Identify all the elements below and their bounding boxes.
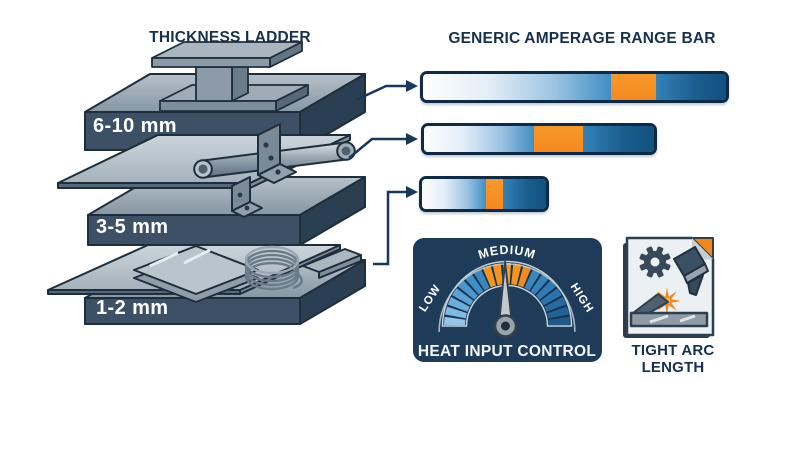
arrow-line-1 [355, 84, 406, 102]
high-range-segment [582, 126, 654, 152]
i-beam-icon [151, 41, 309, 112]
heat-input-gauge: MEDIUM LOW HIGH HEAT INPUT CONTROL [413, 238, 602, 362]
high-range-segment [656, 74, 726, 100]
arrowhead-icon [406, 80, 418, 92]
angle-bracket-icon [231, 123, 297, 218]
gauge-ring [441, 260, 573, 327]
plate-label-3-5mm: 3-5 mm [96, 216, 169, 238]
arrowhead-icon [406, 133, 418, 145]
plate-label-1-2mm: 1-2 mm [96, 297, 169, 319]
plate-3-5mm [87, 176, 366, 246]
arrowhead-icon [406, 186, 418, 198]
diamond-sheets-icon [133, 245, 259, 303]
base-plate-icon [629, 311, 709, 328]
sweet-spot-segment [486, 179, 503, 209]
welding-torch-icon [673, 246, 709, 296]
connector-arrows [348, 80, 418, 266]
gauge-medium-label: MEDIUM [476, 243, 537, 262]
amperage-bar-6-10mm [420, 71, 729, 103]
arrow-line-3 [373, 190, 406, 266]
thickness-ladder-illustration [47, 41, 366, 325]
plate-sheen [649, 314, 696, 324]
tight-arc-card [623, 236, 715, 338]
amperage-bar-3-5mm [421, 123, 657, 155]
amperage-range-title: GENERIC AMPERAGE RANGE BAR [448, 30, 716, 47]
gauge-title: HEAT INPUT CONTROL [418, 343, 596, 360]
sweet-spot-segment [534, 126, 583, 152]
gauge-hub-center [501, 321, 510, 331]
wire-coil-icon [244, 245, 303, 291]
tight-arc-length-label: TIGHT ARC LENGTH [631, 342, 715, 376]
arrow-line-2 [348, 137, 406, 159]
high-range-segment [502, 179, 546, 209]
gear-icon [639, 246, 671, 278]
sweet-spot-segment [610, 74, 657, 100]
thickness-ladder-title: THICKNESS LADDER [149, 29, 311, 46]
flat-strip-icon [302, 248, 362, 279]
plate-label-6-10mm: 6-10 mm [93, 115, 177, 137]
gauge-outer-arc [438, 263, 576, 332]
amperage-bar-1-2mm [419, 176, 549, 212]
